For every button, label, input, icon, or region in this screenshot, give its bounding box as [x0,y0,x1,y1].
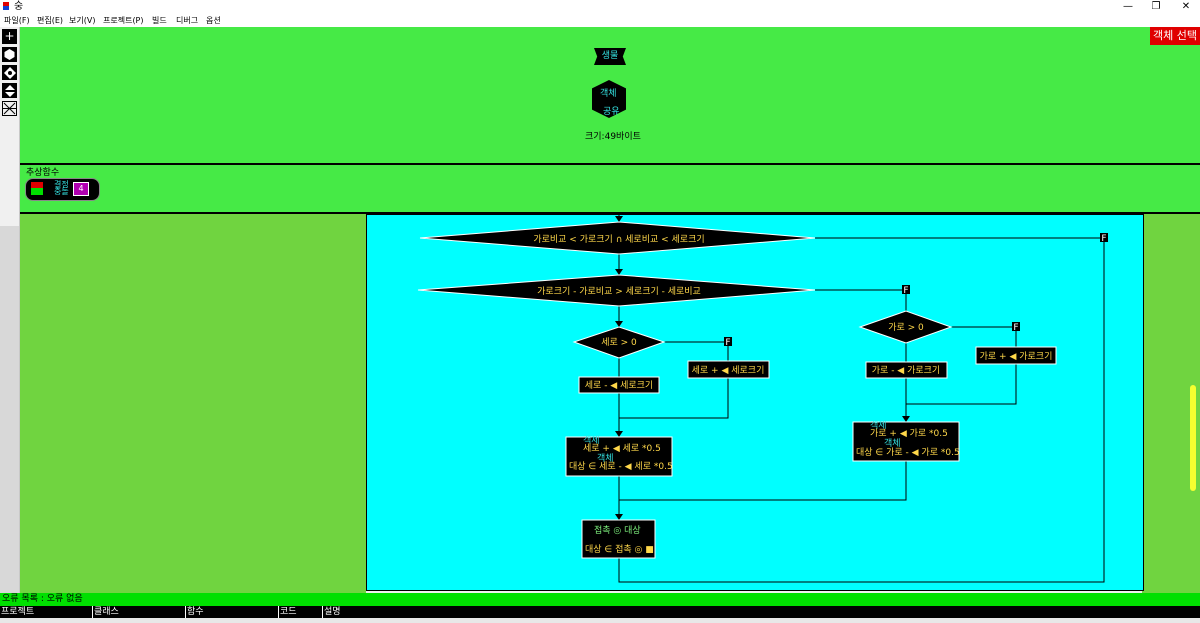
block-width-line1: 가로 + ◀ 가로 *0.5 [870,428,948,439]
block-width-line2: 대상 ∈ 가로 - ◀ 가로 *0.5 [856,447,960,458]
abstract-function-line1: 결정 [54,180,69,189]
abstract-function-count: 4 [73,182,89,196]
flowchart-canvas [366,214,1144,591]
error-list-text: 오류 목록 : 오류 없음 [2,594,83,604]
decision-width[interactable] [858,310,953,344]
hexagon-tool-button[interactable] [2,47,17,62]
false-marker-2 [902,285,910,294]
decision-tool-button[interactable] [2,65,17,80]
block-height-line2: 대상 ∈ 세로 - ◀ 세로 *0.5 [569,461,673,472]
menu-build[interactable]: 빌드 [152,16,167,25]
canvas-margin-left [20,214,366,593]
abstract-function-line2: 충돌 [54,187,69,196]
column-function[interactable]: 함수 [186,606,279,618]
block-height-line1: 세로 + ◀ 세로 *0.5 [583,443,661,454]
error-list-bar: 오류 목록 : 오류 없음 [0,593,1200,606]
object-line2: 공유 [603,107,620,117]
decision-cond2[interactable] [417,274,816,307]
false-marker-1 [1100,233,1108,242]
cond1-label: 가로비교 < 가로크기 ∩ 세로비교 < 세로크기 [533,234,704,245]
menu-view[interactable]: 보기(V) [69,16,96,25]
decision-cond1[interactable] [419,221,816,255]
restore-button[interactable]: ❐ [1151,1,1161,12]
flow-arrowheads [615,216,910,520]
decision-height[interactable] [572,326,666,359]
menu-file[interactable]: 파일(F) [4,16,30,25]
up-down-arrow-icon [4,84,15,97]
menu-bar: 파일(F) 편집(E) 보기(V) 프로젝트(P) 빌드 디버그 옵션 [0,14,1200,27]
object-select-button[interactable]: 객체 선택 [1150,27,1200,45]
class-label[interactable]: 생물 [594,48,626,65]
title-bar: 숭 — ❐ ✕ [0,0,1200,14]
column-project[interactable]: 프로젝트 [0,606,93,618]
menu-debug[interactable]: 디버그 [176,16,199,25]
block-height-half[interactable] [565,436,673,477]
left-scroll-area [0,226,19,593]
contact-line1: 접촉 ◎ 대상 [594,524,641,536]
block-contact[interactable] [581,519,656,559]
flowchart-connectors [618,214,1105,583]
cond-width-label: 가로 > 0 [888,322,924,333]
action-width-plus-label: 가로 + ◀ 가로크기 [980,351,1053,362]
function-red-icon [31,182,43,188]
bottom-strip [0,618,1200,623]
diamond-icon [3,66,16,79]
loop-tool-button[interactable] [2,83,17,98]
column-code[interactable]: 코드 [279,606,323,618]
menu-edit[interactable]: 편집(E) [37,16,64,25]
menu-project[interactable]: 프로젝트(P) [103,16,144,25]
false-markers: F F F F [724,233,1108,348]
function-green-icon [31,188,43,195]
action-width-minus[interactable] [865,361,948,379]
action-height-minus[interactable] [578,376,660,394]
action-height-plus[interactable] [687,360,770,379]
column-description[interactable]: 설명 [324,607,341,617]
close-button[interactable]: ✕ [1181,1,1191,12]
abstract-function-title: 추상함수 [26,168,60,178]
minimize-button[interactable]: — [1123,1,1133,12]
false-marker-2-text: F [903,286,908,296]
cross-lines-icon [3,102,16,115]
block-width-half[interactable] [852,421,960,462]
block-width-tag1: 객체 [870,420,887,431]
block-height-tag2: 객체 [597,453,614,464]
object-size-label: 크기:49바이트 [585,132,641,142]
column-class[interactable]: 클래스 [93,606,186,618]
cond2-label: 가로크기 - 가로비교 > 세로크기 - 세로비교 [537,286,701,297]
action-width-plus[interactable] [975,346,1057,365]
window-title: 숭 [14,1,24,12]
menu-options[interactable]: 옵션 [206,16,221,25]
object-line1: 객체 [600,89,617,99]
action-height-minus-label: 세로 - ◀ 세로크기 [585,380,653,391]
object-hexagon[interactable] [592,80,626,118]
hexagon-icon [4,49,15,60]
false-marker-3 [724,337,732,346]
status-columns-bar: 프로젝트 클래스 함수 코드 설명 [0,606,1200,618]
block-width-tag2: 객체 [884,438,901,449]
cond-height-label: 세로 > 0 [601,337,637,348]
action-height-plus-label: 세로 + ◀ 세로크기 [692,365,765,376]
contact-line2: 대상 ∈ 접촉 ◎ ■ [585,543,654,555]
plus-icon: + [4,29,15,43]
block-height-tag1: 객체 [583,435,600,446]
branch-tool-button[interactable] [2,101,17,116]
action-width-minus-label: 가로 - ◀ 가로크기 [872,365,940,376]
false-marker-1-text: F [1101,234,1106,244]
false-marker-4-text: F [1013,323,1018,333]
app-logo-icon [3,2,9,11]
false-marker-3-text: F [725,338,730,348]
abstract-function-panel [20,165,1200,214]
false-marker-4 [1012,322,1020,331]
vertical-scroll-thumb[interactable] [1190,385,1196,491]
add-symbol-button[interactable]: + [2,29,17,44]
